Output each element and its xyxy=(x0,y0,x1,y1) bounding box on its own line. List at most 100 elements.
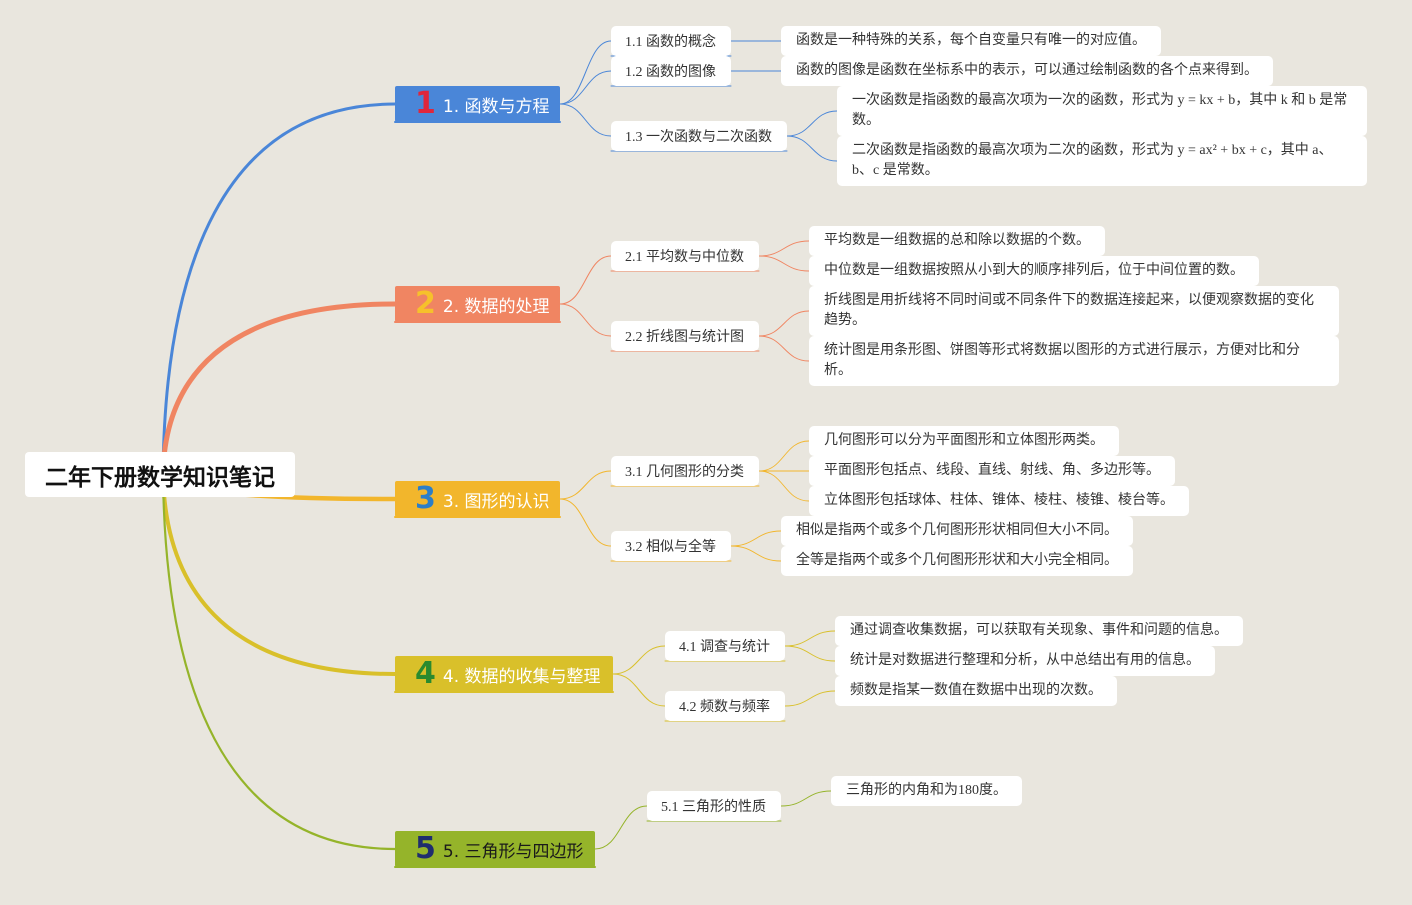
subtopic-to-note-line xyxy=(758,470,810,502)
subtopic-to-note-line xyxy=(784,690,836,707)
note-text: 一次函数是指函数的最高次项为一次的函数，形式为 y = kx + b，其中 k … xyxy=(852,93,1348,128)
branch-node[interactable]: 3 3. 图形的认识 xyxy=(395,481,560,517)
branch-to-subtopic-line xyxy=(559,303,612,337)
root-to-branch-line xyxy=(161,102,397,476)
subtopic-node[interactable]: 1.2 函数的图像 xyxy=(611,56,731,86)
note-text: 相似是指两个或多个几何图形形状相同但大小不同。 xyxy=(796,523,1118,538)
branch-to-subtopic-line xyxy=(559,498,612,547)
note-text: 三角形的内角和为180度。 xyxy=(846,783,1007,798)
note-node[interactable]: 折线图是用折线将不同时间或不同条件下的数据连接起来，以便观察数据的变化趋势。 xyxy=(809,286,1339,336)
note-node[interactable]: 几何图形可以分为平面图形和立体图形两类。 xyxy=(809,426,1119,456)
note-node[interactable]: 全等是指两个或多个几何图形形状和大小完全相同。 xyxy=(781,546,1133,576)
note-text: 函数的图像是函数在坐标系中的表示，可以通过绘制函数的各个点来得到。 xyxy=(796,63,1258,78)
subtopic-node[interactable]: 4.1 调查与统计 xyxy=(665,631,785,661)
note-text: 统计图是用条形图、饼图等形式将数据以图形的方式进行展示，方便对比和分析。 xyxy=(824,343,1300,378)
branch-node[interactable]: 2 2. 数据的处理 xyxy=(395,286,560,322)
subtopic-to-note-line xyxy=(758,255,810,272)
note-node[interactable]: 函数的图像是函数在坐标系中的表示，可以通过绘制函数的各个点来得到。 xyxy=(781,56,1273,86)
subtopic-to-note-line xyxy=(780,790,832,807)
subtopic-title: 2.2 折线图与统计图 xyxy=(625,330,744,345)
note-text: 平面图形包括点、线段、直线、射线、角、多边形等。 xyxy=(824,463,1160,478)
note-text: 折线图是用折线将不同时间或不同条件下的数据连接起来，以便观察数据的变化趋势。 xyxy=(824,293,1314,328)
subtopic-title: 1.2 函数的图像 xyxy=(625,65,716,80)
subtopic-node[interactable]: 1.3 一次函数与二次函数 xyxy=(611,121,787,151)
subtopic-node[interactable]: 2.2 折线图与统计图 xyxy=(611,321,759,351)
branch-title: 3. 图形的认识 xyxy=(442,491,550,512)
subtopic-title: 5.1 三角形的性质 xyxy=(661,800,766,815)
branch-number: 4 xyxy=(415,656,436,691)
note-text: 统计是对数据进行整理和分析，从中总结出有用的信息。 xyxy=(850,653,1200,668)
note-node[interactable]: 三角形的内角和为180度。 xyxy=(831,776,1022,806)
note-node[interactable]: 统计图是用条形图、饼图等形式将数据以图形的方式进行展示，方便对比和分析。 xyxy=(809,336,1339,386)
subtopic-to-note-line xyxy=(758,440,810,472)
note-text: 频数是指某一数值在数据中出现的次数。 xyxy=(850,683,1102,698)
note-node[interactable]: 二次函数是指函数的最高次项为二次的函数，形式为 y = ax² + bx + c… xyxy=(837,136,1367,186)
note-node[interactable]: 统计是对数据进行整理和分析，从中总结出有用的信息。 xyxy=(835,646,1215,676)
subtopic-title: 1.3 一次函数与二次函数 xyxy=(625,130,772,145)
branch-to-subtopic-line xyxy=(559,470,612,500)
subtopic-node[interactable]: 1.1 函数的概念 xyxy=(611,26,731,56)
note-node[interactable]: 平面图形包括点、线段、直线、射线、角、多边形等。 xyxy=(809,456,1175,486)
subtopic-to-note-line xyxy=(758,240,810,257)
note-text: 通过调查收集数据，可以获取有关现象、事件和问题的信息。 xyxy=(850,623,1228,638)
subtopic-to-note-line xyxy=(784,645,836,662)
branch-number: 1 xyxy=(415,86,436,121)
note-node[interactable]: 一次函数是指函数的最高次项为一次的函数，形式为 y = kx + b，其中 k … xyxy=(837,86,1367,136)
branch-number: 2 xyxy=(415,286,436,321)
note-node[interactable]: 通过调查收集数据，可以获取有关现象、事件和问题的信息。 xyxy=(835,616,1243,646)
root-to-branch-line xyxy=(160,301,398,477)
branch-number: 3 xyxy=(415,481,436,516)
subtopic-title: 1.1 函数的概念 xyxy=(625,35,716,50)
branch-number: 5 xyxy=(415,831,436,866)
root-title: 二年下册数学知识笔记 xyxy=(45,464,275,491)
note-text: 平均数是一组数据的总和除以数据的个数。 xyxy=(824,233,1090,248)
branch-title: 1. 函数与方程 xyxy=(442,96,550,117)
subtopic-to-note-line xyxy=(758,310,810,337)
branch-to-subtopic-line xyxy=(559,255,612,305)
branch-to-subtopic-line xyxy=(612,645,666,675)
branch-to-subtopic-line xyxy=(612,673,666,707)
branch-node[interactable]: 5 5. 三角形与四边形 xyxy=(395,831,595,867)
subtopic-node[interactable]: 3.1 几何图形的分类 xyxy=(611,456,759,486)
branch-node[interactable]: 1 1. 函数与方程 xyxy=(395,86,560,122)
branch-title: 2. 数据的处理 xyxy=(442,296,550,317)
note-text: 几何图形可以分为平面图形和立体图形两类。 xyxy=(824,433,1104,448)
note-text: 全等是指两个或多个几何图形形状和大小完全相同。 xyxy=(796,553,1118,568)
subtopic-title: 3.1 几何图形的分类 xyxy=(625,465,744,480)
subtopic-to-note-line xyxy=(730,530,782,547)
note-text: 立体图形包括球体、柱体、锥体、棱柱、棱锥、棱台等。 xyxy=(824,493,1174,508)
subtopic-node[interactable]: 2.1 平均数与中位数 xyxy=(611,241,759,271)
subtopic-to-note-line xyxy=(786,135,838,162)
branch-title: 5. 三角形与四边形 xyxy=(442,841,584,862)
note-text: 函数是一种特殊的关系，每个自变量只有唯一的对应值。 xyxy=(796,33,1146,48)
subtopic-title: 4.2 频数与频率 xyxy=(679,700,770,715)
branch-to-subtopic-line xyxy=(594,805,648,850)
branch-to-subtopic-line xyxy=(559,103,612,137)
root-node[interactable]: 二年下册数学知识笔记 xyxy=(25,452,295,497)
note-node[interactable]: 相似是指两个或多个几何图形形状相同但大小不同。 xyxy=(781,516,1133,546)
root-to-branch-line xyxy=(161,472,397,676)
subtopic-node[interactable]: 5.1 三角形的性质 xyxy=(647,791,781,821)
branch-title: 4. 数据的收集与整理 xyxy=(442,666,601,687)
subtopic-node[interactable]: 3.2 相似与全等 xyxy=(611,531,731,561)
subtopic-title: 4.1 调查与统计 xyxy=(679,640,770,655)
subtopic-to-note-line xyxy=(758,335,810,362)
note-node[interactable]: 函数是一种特殊的关系，每个自变量只有唯一的对应值。 xyxy=(781,26,1161,56)
note-node[interactable]: 频数是指某一数值在数据中出现的次数。 xyxy=(835,676,1117,706)
subtopic-node[interactable]: 4.2 频数与频率 xyxy=(665,691,785,721)
subtopic-to-note-line xyxy=(730,545,782,562)
branch-to-subtopic-line xyxy=(559,70,612,105)
note-node[interactable]: 中位数是一组数据按照从小到大的顺序排列后，位于中间位置的数。 xyxy=(809,256,1259,286)
subtopic-title: 3.2 相似与全等 xyxy=(625,540,716,555)
note-text: 二次函数是指函数的最高次项为二次的函数，形式为 y = ax² + bx + c… xyxy=(852,143,1333,178)
note-node[interactable]: 立体图形包括球体、柱体、锥体、棱柱、棱锥、棱台等。 xyxy=(809,486,1189,516)
note-node[interactable]: 平均数是一组数据的总和除以数据的个数。 xyxy=(809,226,1105,256)
subtopic-to-note-line xyxy=(784,630,836,647)
root-to-branch-line xyxy=(161,472,397,851)
subtopic-to-note-line xyxy=(786,110,838,137)
subtopic-title: 2.1 平均数与中位数 xyxy=(625,250,744,265)
note-text: 中位数是一组数据按照从小到大的顺序排列后，位于中间位置的数。 xyxy=(824,263,1244,278)
branch-node[interactable]: 4 4. 数据的收集与整理 xyxy=(395,656,613,692)
